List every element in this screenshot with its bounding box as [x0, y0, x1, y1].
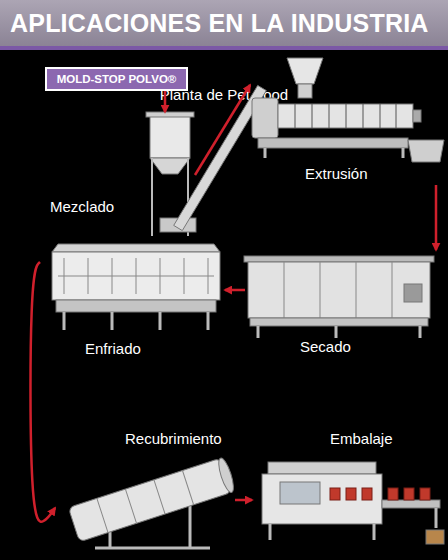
- coater-drum: [68, 458, 231, 542]
- station-label: Embalaje: [330, 430, 393, 448]
- extruder-barrel: [278, 104, 413, 128]
- flow-arrow: [30, 262, 55, 522]
- flow-arrow: [235, 499, 252, 502]
- process-station: Mezclado: [40, 112, 195, 240]
- dryer-conveyor: [244, 256, 434, 262]
- coater-drum-group: [68, 457, 236, 542]
- mixer-cone: [150, 158, 190, 174]
- packer-window: [280, 482, 320, 504]
- dryer-leg: [258, 326, 420, 338]
- cooler-illustration: [52, 244, 220, 330]
- station-label: Mezclado: [50, 198, 114, 216]
- barrel-segments: [295, 104, 396, 128]
- package: [346, 488, 356, 500]
- header-band: APLICACIONES EN LA INDUSTRIA: [0, 0, 448, 46]
- dryer-sections: [284, 262, 392, 318]
- mixer-illustration: [146, 85, 266, 236]
- mixer-lid: [146, 112, 194, 117]
- station-label: Recubrimiento: [125, 430, 222, 448]
- header-stripe: [0, 46, 448, 50]
- station-label: Extrusión: [305, 165, 368, 183]
- extruder-die: [413, 110, 421, 122]
- extruder-motor: [252, 98, 278, 138]
- process-station: Enfriado: [40, 240, 225, 360]
- station-label: Secado: [300, 338, 351, 356]
- dryer-body: [248, 262, 430, 318]
- cooler-panels: [58, 258, 214, 294]
- packer-illustration: [262, 462, 444, 544]
- drum-rings: [97, 471, 194, 533]
- cooler-body: [52, 252, 220, 300]
- package: [404, 488, 414, 500]
- output-bin: [408, 140, 444, 162]
- drum-cap: [216, 457, 237, 494]
- station-label: Enfriado: [85, 340, 141, 358]
- process-station: Embalaje: [252, 428, 446, 552]
- extruder-leg: [265, 148, 403, 158]
- carton-box: [426, 530, 444, 544]
- feed-neck: [298, 84, 312, 98]
- flow-arrow: [435, 185, 438, 250]
- process-station: Extrusión: [250, 55, 446, 185]
- packages: [330, 488, 430, 500]
- packer-body: [262, 474, 382, 524]
- extruder-illustration: [252, 58, 444, 162]
- process-station: Secado: [245, 250, 440, 360]
- page-title: APLICACIONES EN LA INDUSTRIA: [10, 9, 429, 37]
- dryer-illustration: [244, 256, 434, 338]
- flow-arrow: [225, 289, 245, 292]
- mixer-body: [150, 114, 190, 158]
- cooler-base: [56, 300, 216, 312]
- package: [388, 488, 398, 500]
- extruder-hopper: [287, 58, 323, 84]
- package: [330, 488, 340, 500]
- process-station: Recubrimiento: [55, 428, 235, 552]
- packer-hood: [268, 462, 376, 474]
- product-name: MOLD-STOP POLVO®: [57, 72, 177, 86]
- package: [362, 488, 372, 500]
- cooler-leg: [64, 312, 208, 330]
- control-panel: [404, 284, 422, 302]
- outfeed-conveyor: [382, 500, 440, 508]
- packer-leg: [270, 508, 436, 540]
- cooler-roof: [52, 244, 220, 252]
- dryer-base: [250, 318, 428, 326]
- coater-illustration: [68, 457, 236, 548]
- extruder-base: [258, 138, 408, 148]
- product-box: MOLD-STOP POLVO®: [45, 67, 188, 91]
- package: [420, 488, 430, 500]
